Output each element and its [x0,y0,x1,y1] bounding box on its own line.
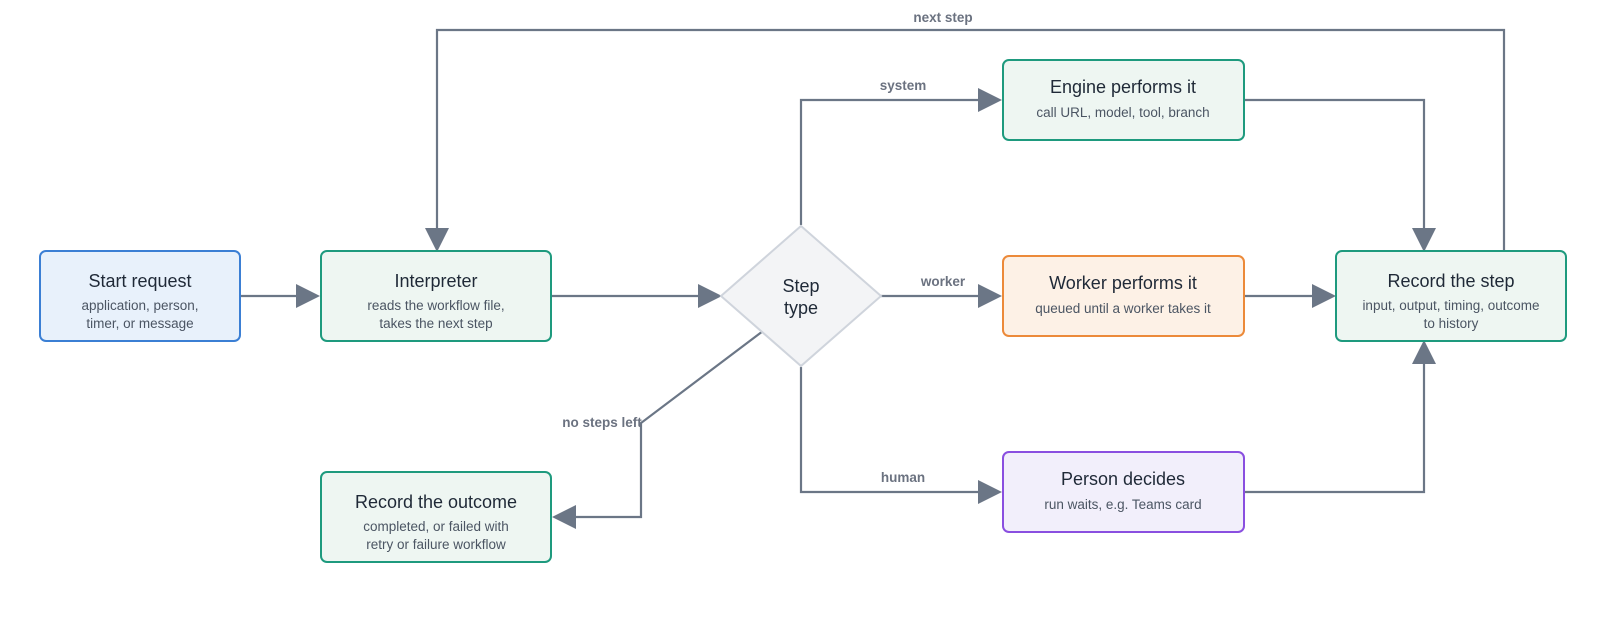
edge-labels: next step system worker human no steps l… [562,10,972,485]
decision-label-line2: type [784,298,818,318]
node-subtitle-line1: application, person, [81,298,198,313]
edge-engine-to-record [1244,98,1426,230]
node-box [1002,255,1245,337]
node-title: Engine performs it [1050,77,1196,97]
arrowhead [552,505,576,529]
node-record-step: Record the step input, output, timing, o… [1335,250,1567,342]
edge-decision-to-person [799,367,980,494]
node-subtitle-line1: completed, or failed with [363,519,509,534]
node-title: Interpreter [394,271,477,291]
node-engine-performs: Engine performs it call URL, model, tool… [1002,59,1245,141]
arrowhead [978,284,1002,308]
edge-person-to-record [1244,362,1426,494]
node-worker-performs: Worker performs it queued until a worker… [1002,255,1245,337]
decision-label-line1: Step [782,276,819,296]
edge-record-to-interpreter [435,28,1506,250]
arrowhead [1412,340,1436,364]
edge-label-human: human [881,470,925,485]
node-record-outcome: Record the outcome completed, or failed … [320,471,552,563]
arrowhead [978,88,1002,112]
node-box [1002,59,1245,141]
node-title: Person decides [1061,469,1185,489]
node-subtitle-line1: call URL, model, tool, branch [1036,105,1209,120]
node-step-type-decision: Step type [719,224,883,368]
arrowhead [296,284,320,308]
node-box [39,250,241,342]
edge-label-no-steps-left: no steps left [562,415,642,430]
decision-diamond [719,224,883,368]
node-box [320,471,552,563]
node-subtitle-line2: to history [1424,316,1479,331]
arrowhead [698,284,722,308]
node-box [1002,451,1245,533]
node-subtitle-line2: timer, or message [86,316,193,331]
node-person-decides: Person decides run waits, e.g. Teams car… [1002,451,1245,533]
edge-decision-to-engine [799,98,980,225]
node-title: Record the outcome [355,492,517,512]
node-subtitle-line1: run waits, e.g. Teams card [1044,497,1201,512]
node-subtitle-line1: queued until a worker takes it [1035,301,1211,316]
arrowhead [1412,228,1436,252]
arrowhead [425,228,449,252]
node-subtitle-line2: retry or failure workflow [366,537,506,552]
node-start-request: Start request application, person, timer… [39,250,241,342]
edge-label-worker: worker [920,274,966,289]
arrowhead [1312,284,1336,308]
node-title: Worker performs it [1049,273,1197,293]
node-box [1335,250,1567,342]
edge-label-system: system [880,78,927,93]
edge-decision-to-outcome [574,330,764,519]
node-title: Start request [88,271,191,291]
node-interpreter: Interpreter reads the workflow file, tak… [320,250,552,342]
node-title: Record the step [1387,271,1514,291]
node-subtitle-line2: takes the next step [379,316,492,331]
node-box [320,250,552,342]
edges [240,28,1506,529]
node-subtitle-line1: input, output, timing, outcome [1362,298,1539,313]
edge-label-next-step: next step [913,10,972,25]
arrowhead [978,480,1002,504]
node-subtitle-line1: reads the workflow file, [367,298,504,313]
